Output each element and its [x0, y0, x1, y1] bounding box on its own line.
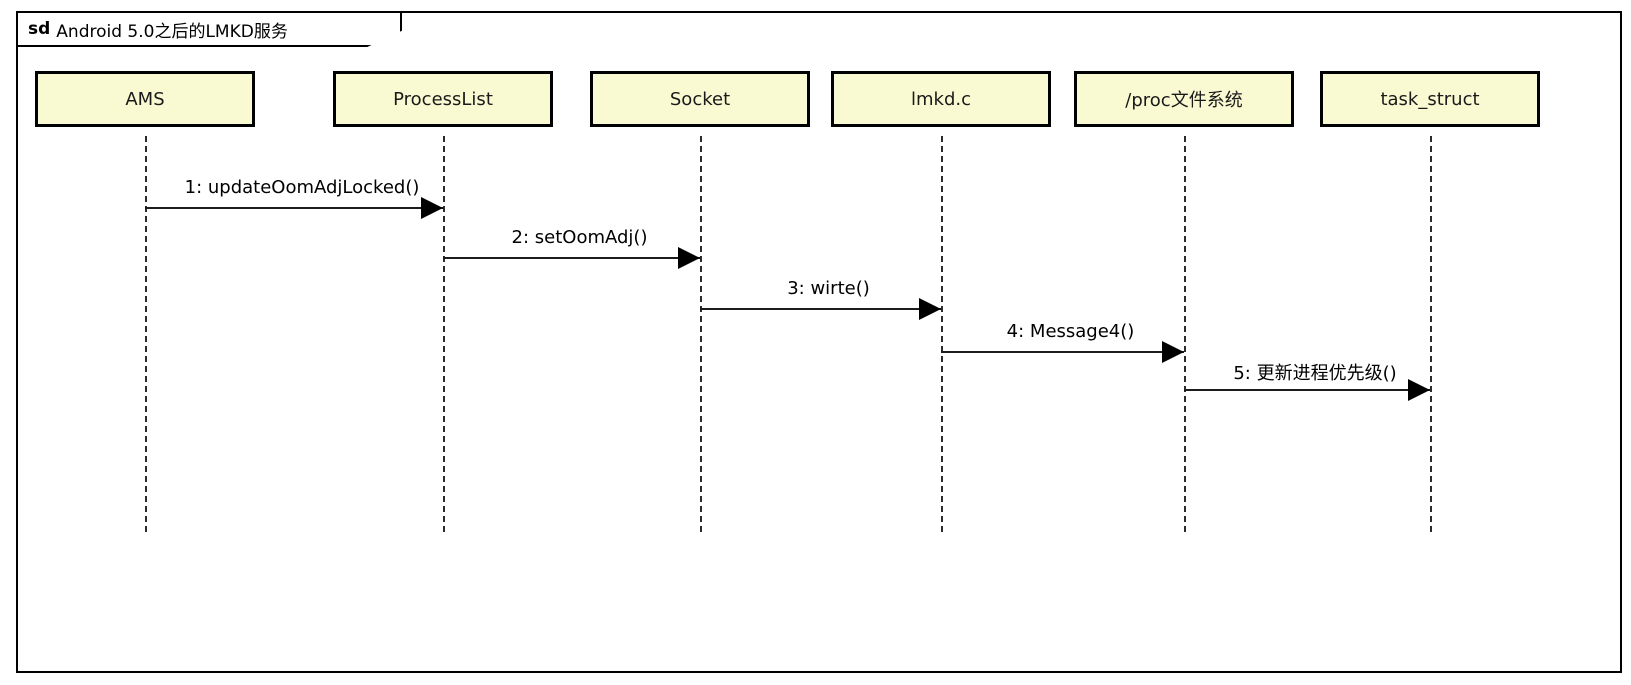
- message-label-1: 1: updateOomAdjLocked(): [184, 177, 420, 198]
- frame-title-tab: sd Android 5.0之后的LMKD服务: [16, 11, 402, 47]
- lifeline-processlist: [443, 136, 445, 532]
- message-line-2: [443, 257, 700, 259]
- message-line-4: [941, 351, 1184, 353]
- participant-label: AMS: [125, 88, 165, 110]
- participant-label: Socket: [669, 88, 731, 110]
- message-line-1: [145, 207, 443, 209]
- frame-keyword: sd: [28, 19, 51, 39]
- message-arrowhead-2: [678, 247, 700, 269]
- participant-ams[interactable]: AMS: [35, 71, 255, 127]
- lifeline-proc: [1184, 136, 1186, 532]
- participant-socket[interactable]: Socket: [590, 71, 810, 127]
- frame-title: Android 5.0之后的LMKD服务: [56, 21, 288, 42]
- participant-label: lmkd.c: [910, 88, 971, 110]
- message-label-5: 5: 更新进程优先级(): [1233, 363, 1397, 384]
- participant-label: ProcessList: [393, 88, 493, 110]
- message-label-3: 3: wirte(): [787, 278, 870, 299]
- message-arrowhead-1: [421, 197, 443, 219]
- lifeline-socket: [700, 136, 702, 532]
- message-label-2: 2: setOomAdj(): [511, 227, 648, 248]
- lifeline-ams: [145, 136, 147, 532]
- message-line-3: [700, 308, 941, 310]
- participant-taskstruct[interactable]: task_struct: [1320, 71, 1540, 127]
- lifeline-lmkd: [941, 136, 943, 532]
- lifeline-taskstruct: [1430, 136, 1432, 532]
- message-arrowhead-4: [1162, 341, 1184, 363]
- message-arrowhead-5: [1408, 379, 1430, 401]
- participant-proc[interactable]: /proc文件系统: [1074, 71, 1294, 127]
- participant-label: /proc文件系统: [1125, 90, 1243, 111]
- participant-lmkd[interactable]: lmkd.c: [831, 71, 1051, 127]
- message-line-5: [1184, 389, 1430, 391]
- participant-label: task_struct: [1380, 88, 1480, 110]
- participant-processlist[interactable]: ProcessList: [333, 71, 553, 127]
- message-label-4: 4: Message4(): [1006, 321, 1135, 342]
- message-arrowhead-3: [919, 298, 941, 320]
